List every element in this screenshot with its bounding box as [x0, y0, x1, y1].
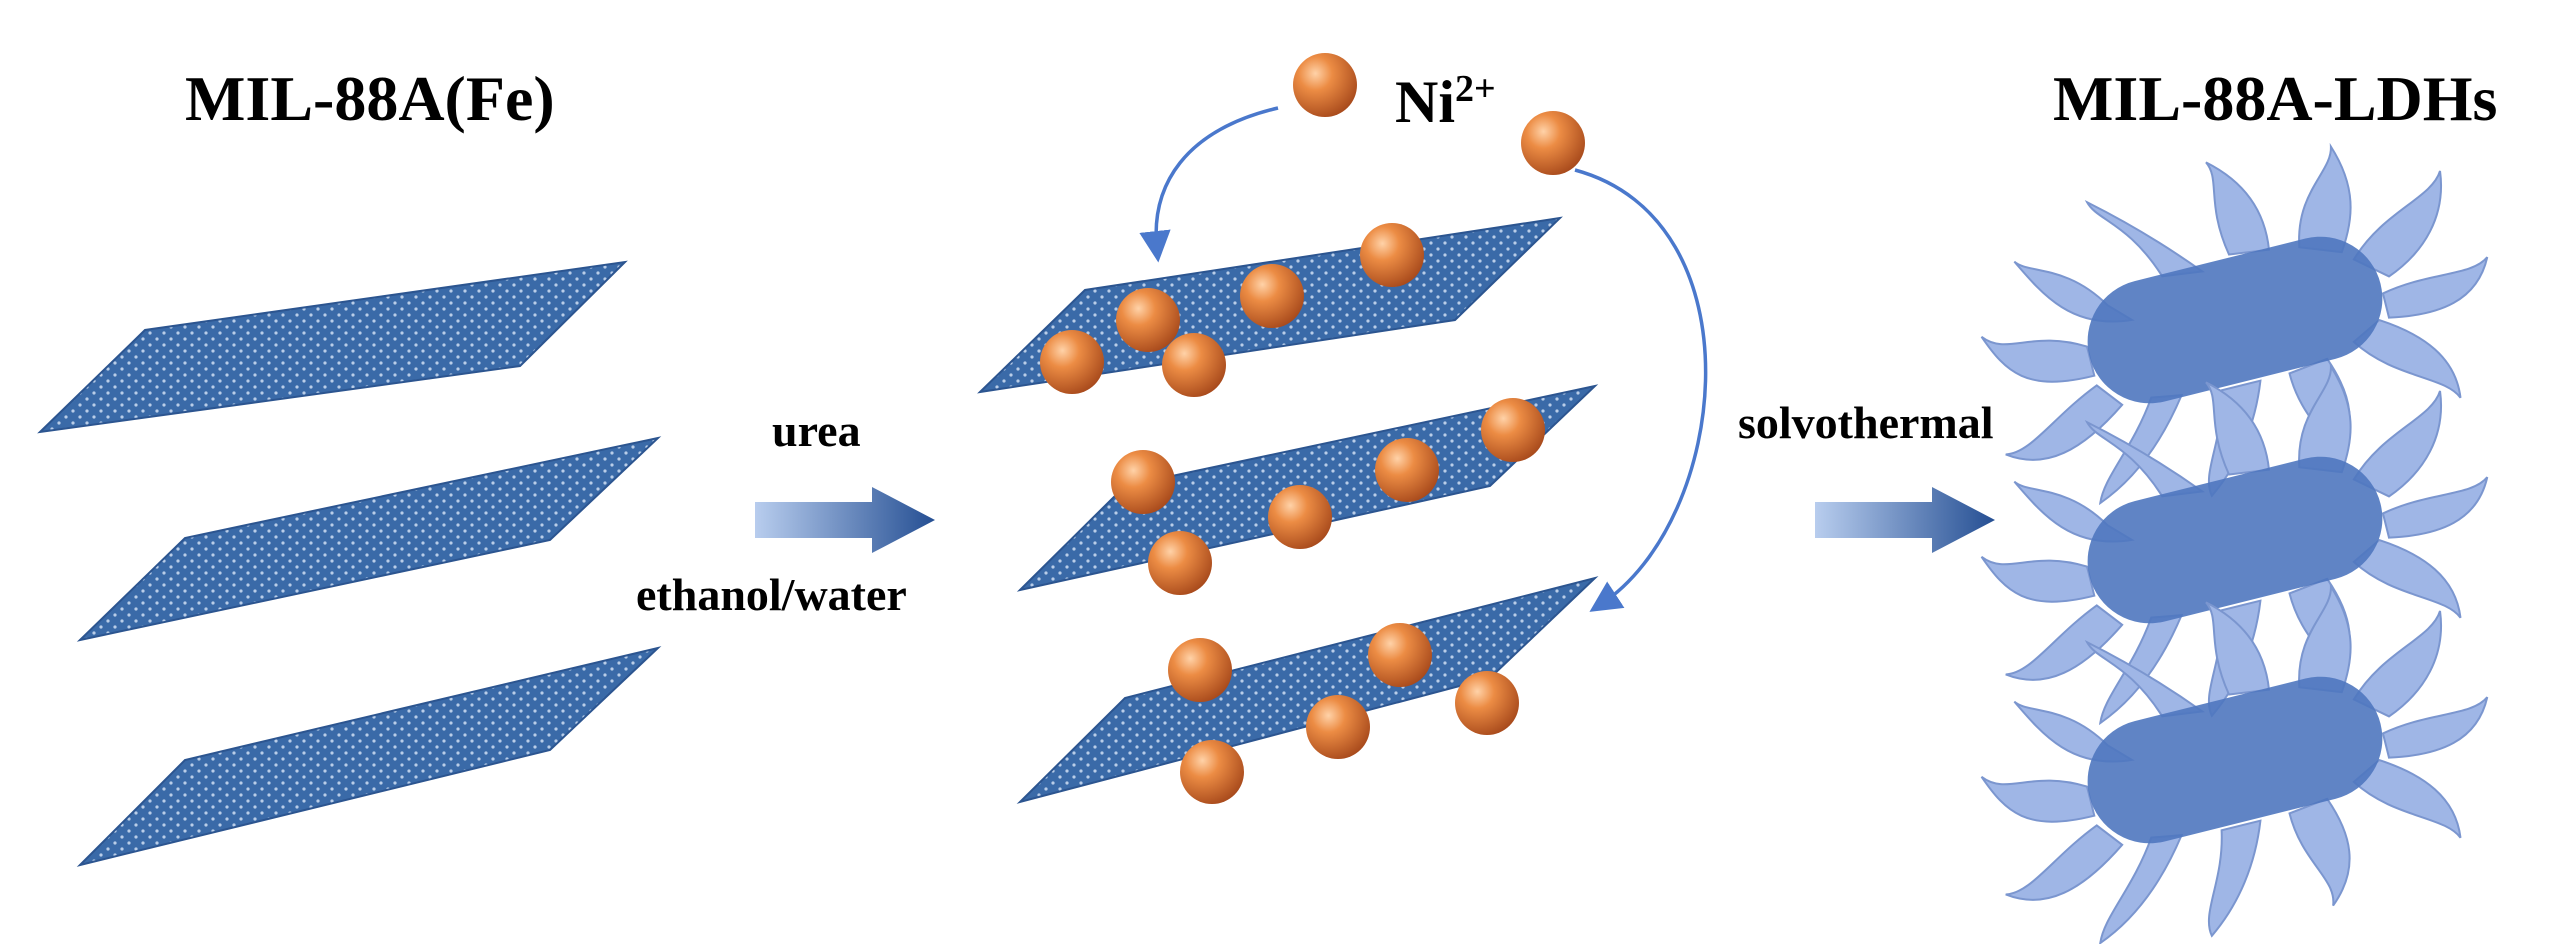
mof-sheet [76, 436, 662, 642]
ni-ion [1368, 623, 1432, 687]
ion-symbol: Ni [1395, 69, 1455, 135]
mof-core [2087, 236, 2383, 404]
ion-adsorption-arrow [1574, 168, 1708, 612]
ni-ion [1168, 638, 1232, 702]
reaction-arrow [1815, 487, 1995, 553]
ni-ion [1481, 398, 1545, 462]
reaction-arrows [755, 106, 1995, 612]
ion-charge: 2+ [1455, 68, 1496, 110]
ni-ion [1455, 671, 1519, 735]
ni-ion [1306, 695, 1370, 759]
ni-ion [1162, 333, 1226, 397]
method-label: solvothermal [1738, 397, 1994, 448]
ni-ion [1375, 438, 1439, 502]
ni-ion [1268, 485, 1332, 549]
ion-label: Ni2+ [1395, 68, 1496, 137]
solvent-label: ethanol/water [636, 569, 907, 620]
ldh-particle [1947, 100, 2529, 543]
ldh-particle [1947, 540, 2529, 949]
ni-ions [1040, 53, 1585, 804]
ni-ion [1148, 531, 1212, 595]
reagent-label: urea [772, 405, 861, 456]
mof-sheet [37, 260, 628, 434]
reaction-arrow [755, 487, 935, 553]
mof-core [2087, 676, 2383, 844]
ni-ion [1521, 111, 1585, 175]
product-title: MIL-88A-LDHs [2053, 63, 2498, 134]
mof-sheet [76, 646, 662, 867]
mof-core [2087, 456, 2383, 624]
ldh-particles [1947, 100, 2529, 949]
ni-ion [1293, 53, 1357, 117]
ni-ion [1111, 450, 1175, 514]
ni-ion [1116, 288, 1180, 352]
ni-ion [1360, 223, 1424, 287]
ni-ion [1040, 330, 1104, 394]
ni-ion [1180, 740, 1244, 804]
ion-adsorption-arrow [1139, 106, 1279, 263]
ni-ion [1240, 264, 1304, 328]
mof-sheets [37, 216, 1599, 867]
ldh-particle [1947, 320, 2529, 763]
reactant-title: MIL-88A(Fe) [185, 63, 555, 134]
